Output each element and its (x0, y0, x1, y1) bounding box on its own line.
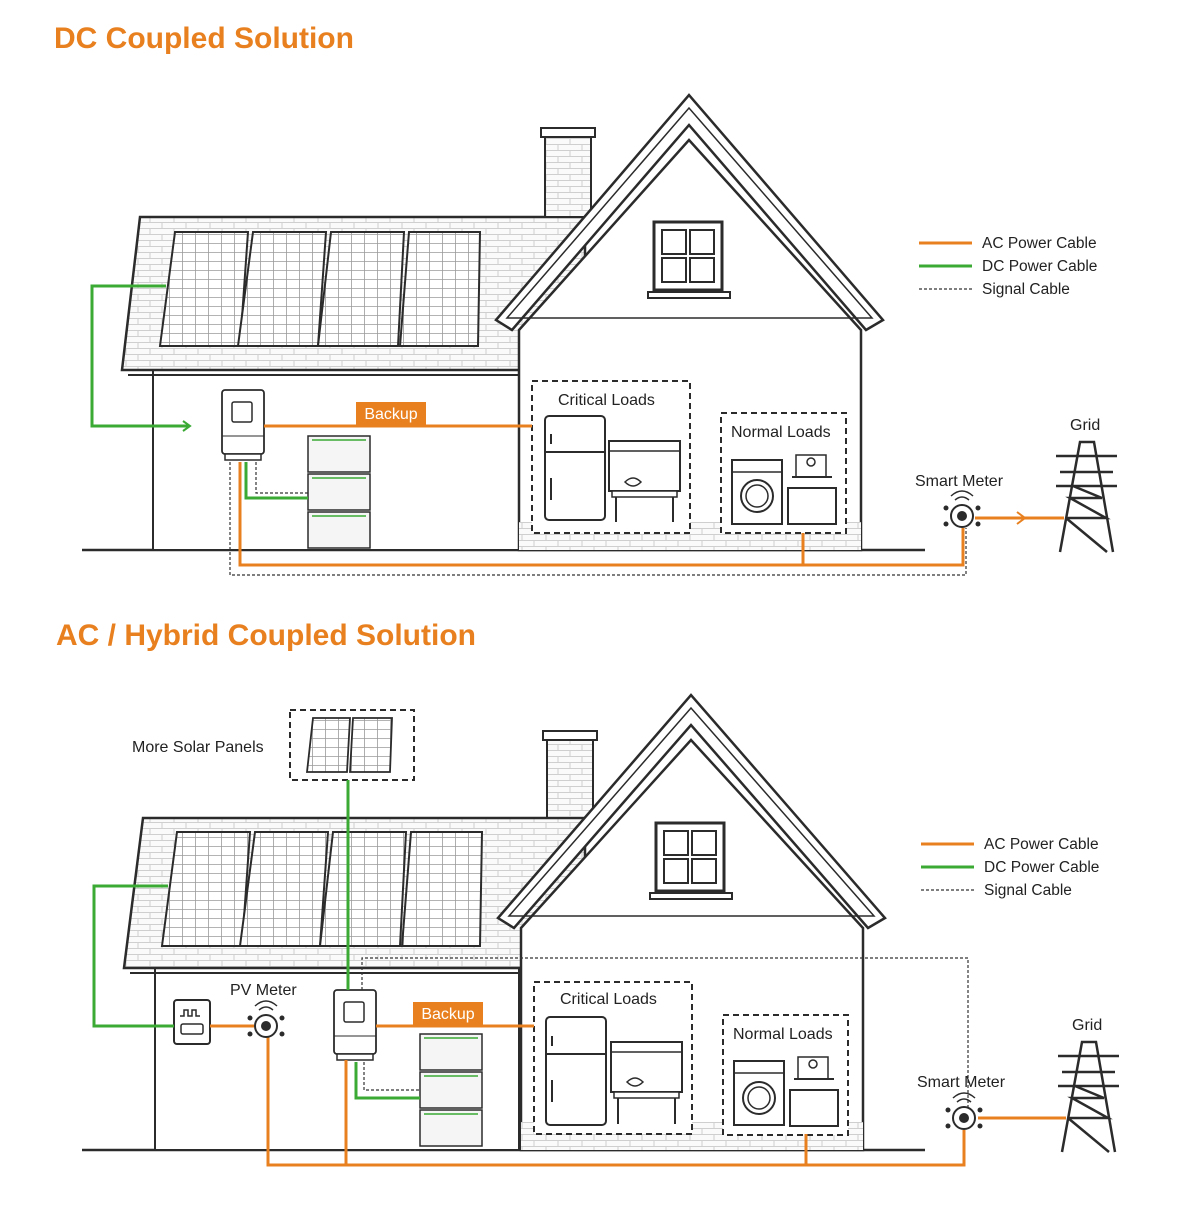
grid-tower-icon (1056, 440, 1117, 553)
pv-meter-label: PV Meter (230, 982, 297, 999)
inverter-icon-2 (333, 989, 377, 1061)
dc-cables-2 (92, 780, 420, 1100)
legend-dc-label-2: DC Power Cable (984, 859, 1099, 876)
house-window (647, 220, 731, 299)
ac-section-title: AC / Hybrid Coupled Solution (56, 619, 476, 652)
smart-meter-icon (943, 490, 981, 528)
pv-meter-icon (247, 1000, 285, 1038)
aquarium-icon (608, 440, 681, 522)
more-panels-label: More Solar Panels (132, 739, 264, 756)
normal-loads-label-2: Normal Loads (733, 1026, 833, 1043)
washing-machine-icon-2 (733, 1060, 785, 1126)
fridge-icon-2 (545, 1016, 607, 1126)
battery-stack-2 (419, 1033, 483, 1147)
legend-ac-label: AC Power Cable (982, 235, 1097, 252)
legend-signal-label-2: Signal Cable (984, 882, 1072, 899)
legend-ac-label-2: AC Power Cable (984, 836, 1099, 853)
dc-cables (90, 284, 308, 500)
legend-dc-label: DC Power Cable (982, 258, 1097, 275)
dc-backup-tag (356, 402, 426, 426)
gable-roof-2 (496, 693, 887, 930)
dc-section-title: DC Coupled Solution (54, 22, 354, 55)
ac-cables-2 (210, 1024, 1066, 1167)
dc-grid-label: Grid (1070, 417, 1100, 434)
coffee-machine-icon-2 (789, 1056, 839, 1127)
ac-backup-tag (413, 1002, 483, 1026)
roof-solar-panels (158, 231, 482, 347)
critical-loads-label: Critical Loads (558, 392, 655, 409)
critical-loads-label-2: Critical Loads (560, 991, 657, 1008)
coffee-machine-icon (787, 454, 837, 525)
aquarium-icon-2 (610, 1041, 683, 1124)
inverter-icon (221, 389, 265, 461)
dc-smart-meter-label: Smart Meter (915, 473, 1004, 490)
smart-meter-icon-2 (945, 1092, 983, 1130)
extra-solar-panels (305, 717, 393, 773)
house-window-2 (649, 821, 733, 900)
normal-loads-label: Normal Loads (731, 424, 831, 441)
signal-cable-main (229, 462, 967, 576)
chimney-2 (546, 737, 594, 819)
dc-coupled-section: DC Coupled Solution (54, 22, 1117, 576)
grid-tower-icon-2 (1058, 1040, 1119, 1153)
dc-legend: AC Power Cable DC Power Cable Signal Cab… (919, 235, 1097, 298)
ac-grid-label: Grid (1072, 1017, 1102, 1034)
fridge-icon (544, 415, 606, 521)
ac-smart-meter-label: Smart Meter (917, 1074, 1006, 1091)
legend-signal-label: Signal Cable (982, 281, 1070, 298)
signal-cable-main-2 (361, 957, 969, 1108)
ac-coupled-section: AC / Hybrid Coupled Solution (56, 619, 1119, 1167)
gable-roof (494, 93, 885, 332)
battery-stack (307, 435, 371, 549)
chimney (544, 134, 592, 218)
dc-backup-label: Backup (364, 406, 417, 423)
ac-backup-label: Backup (421, 1006, 474, 1023)
ac-legend: AC Power Cable DC Power Cable Signal Cab… (921, 836, 1099, 899)
roof-solar-panels-2 (160, 831, 484, 947)
pv-meter-device-icon (173, 999, 211, 1045)
washing-machine-icon (731, 459, 783, 525)
